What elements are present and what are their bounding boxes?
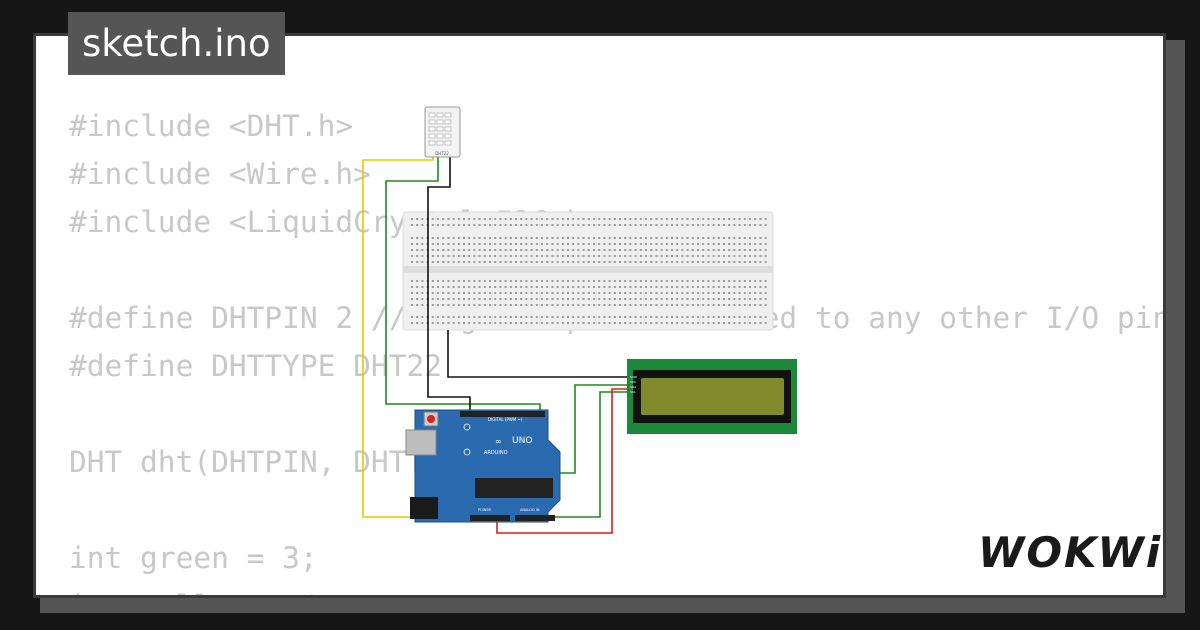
wires — [362, 157, 632, 534]
dht22-sensor: DHT22 — [424, 106, 461, 158]
lcd-pin: SDA — [630, 385, 637, 389]
analog-label: ANALOG IN — [520, 508, 540, 512]
power-label: POWER — [478, 508, 492, 512]
sensor-label: DHT22 — [435, 151, 449, 156]
wire-red — [496, 388, 632, 534]
code-line: #include <DHT.h> — [69, 109, 354, 143]
wire-green-lcd-2 — [551, 391, 632, 518]
usb-port — [405, 429, 437, 456]
lcd-pin: SCL — [630, 390, 636, 394]
infinity-logo: ∞ — [495, 437, 502, 446]
arduino-uno: DIGITAL (PWM ~) ∞ UNO ARDUINO POWER ANAL… — [405, 409, 561, 523]
digital-header — [460, 411, 545, 417]
wire-green-sensor — [385, 157, 541, 410]
analog-header — [515, 515, 555, 521]
file-title: sketch.ino — [68, 12, 285, 75]
wire-yellow — [362, 157, 444, 518]
atmega-chip — [475, 478, 553, 498]
lcd-pin: GND — [630, 375, 638, 379]
code-line: int yellow = 4; — [69, 582, 1163, 595]
code-line: #define DHTTYPE DHT22 — [69, 349, 442, 383]
lcd-pin: VCC — [630, 380, 636, 384]
wire-green-lcd-1 — [547, 384, 632, 474]
wokwi-logo: WOKWi — [978, 528, 1163, 577]
power-jack — [410, 497, 438, 519]
breadboard — [402, 211, 774, 331]
wire-black-sensor — [427, 157, 471, 410]
code-line: #include <Wire.h> — [69, 157, 371, 191]
board-brand: ARDUINO — [484, 450, 508, 456]
lcd-screen — [641, 378, 784, 415]
wire-black-lcd — [447, 330, 632, 378]
code-line: int green = 3; — [69, 541, 318, 575]
digital-label: DIGITAL (PWM ~) — [488, 417, 523, 422]
board-model: UNO — [512, 436, 532, 446]
power-header — [470, 515, 510, 521]
lcd-display: GND VCC SDA SCL — [627, 359, 797, 434]
